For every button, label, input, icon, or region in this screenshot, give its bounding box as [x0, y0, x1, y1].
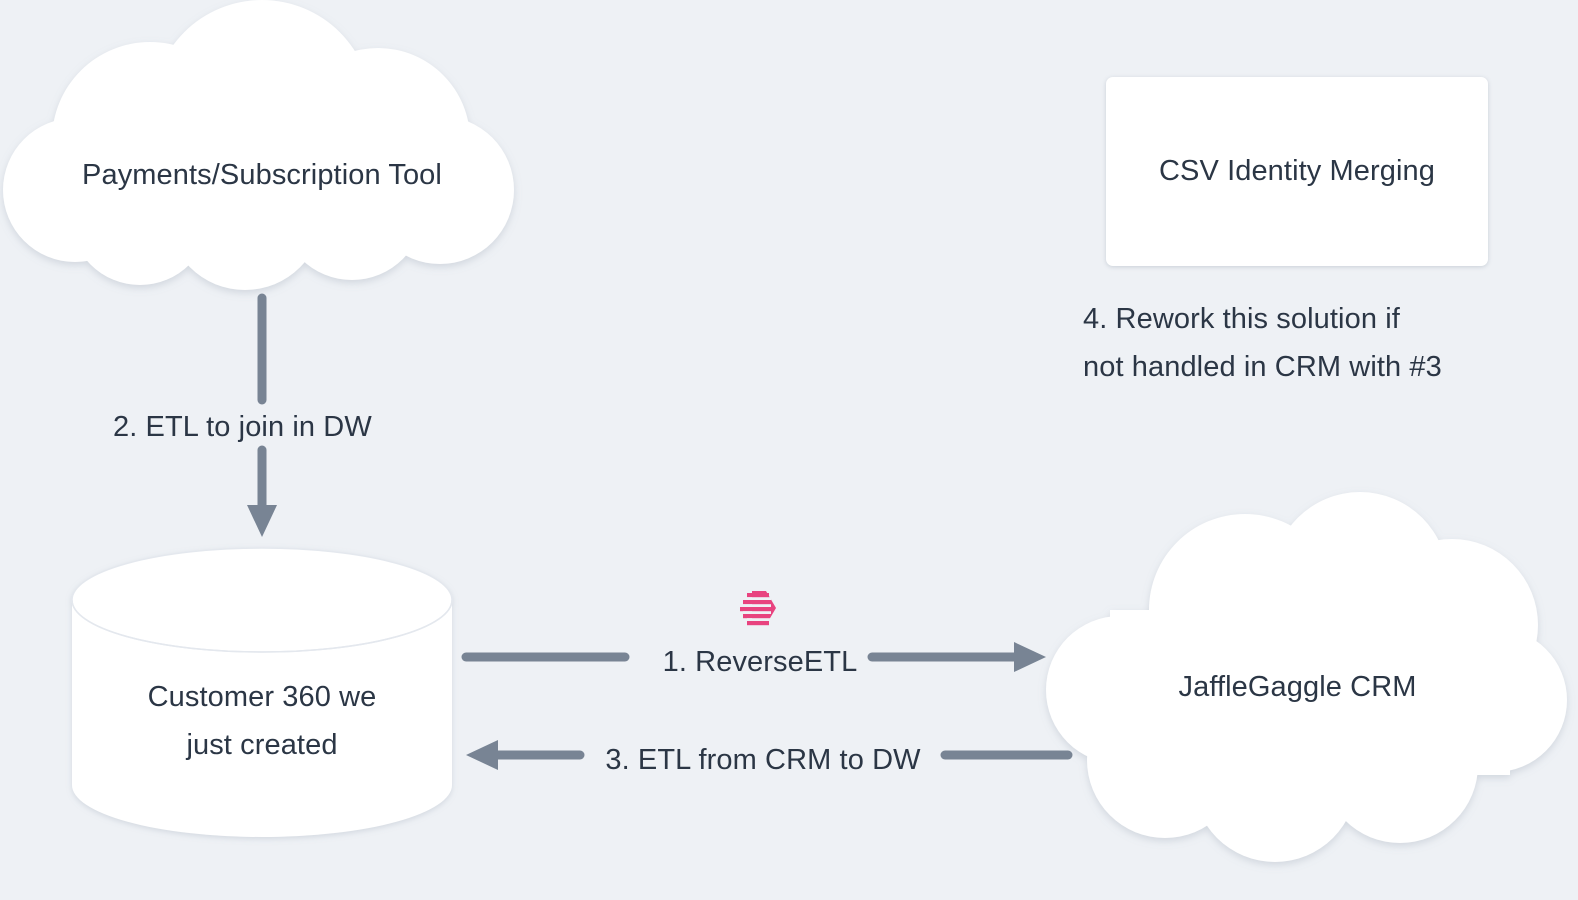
edge-label-reverse-etl: 1. ReverseETL	[662, 646, 858, 678]
edge-label-etl-join-dw: 2. ETL to join in DW	[113, 411, 372, 443]
warehouse-cylinder-shape[interactable]	[71, 547, 453, 837]
csv-identity-merging-label: CSV Identity Merging	[1158, 155, 1435, 187]
hightouch-logo-glyph	[740, 591, 776, 626]
payments-cloud-shape[interactable]	[3, 0, 514, 290]
rework-note-annotation: 4. Rework this solution if not handled i…	[1083, 303, 1442, 383]
crm-cloud-shape[interactable]	[1046, 492, 1567, 862]
edge-etl-from-crm[interactable]	[466, 740, 1073, 770]
hightouch-logo-icon	[736, 588, 780, 628]
edge-etl-join-dw[interactable]	[247, 293, 277, 537]
edge-reverse-etl[interactable]	[461, 642, 1046, 672]
edge-label-etl-from-crm: 3. ETL from CRM to DW	[605, 744, 921, 776]
csv-identity-merging-box[interactable]: CSV Identity Merging	[1106, 77, 1488, 266]
